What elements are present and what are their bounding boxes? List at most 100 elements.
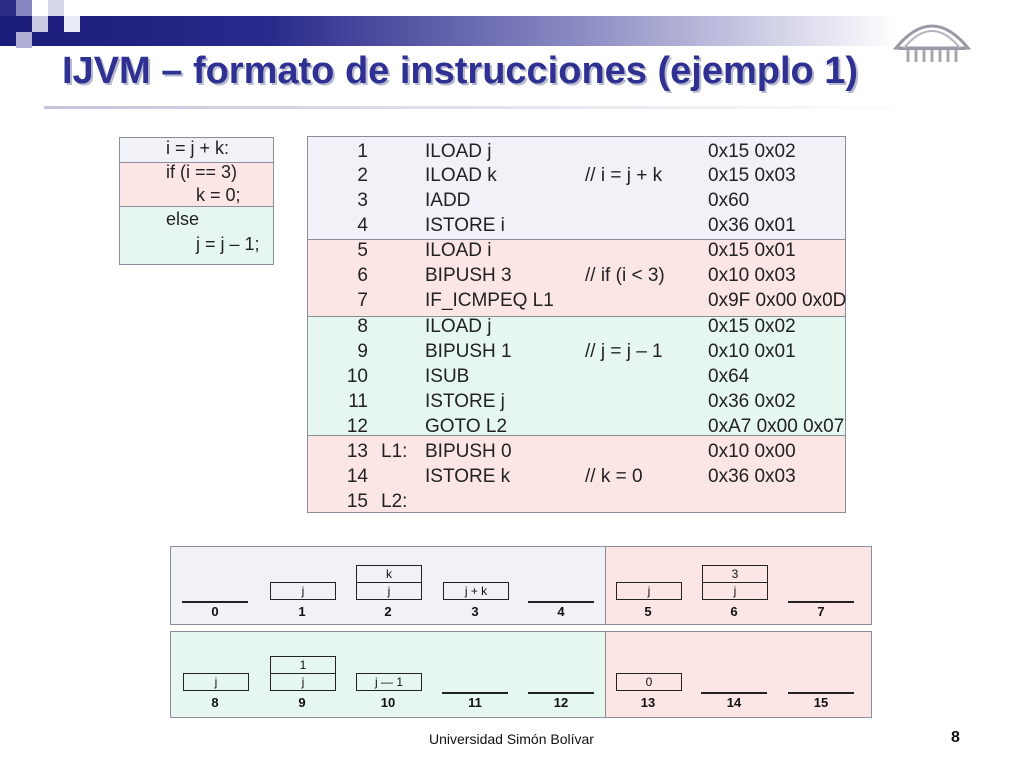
hex-code: 0x15 0x02 — [708, 316, 796, 337]
source-line: else — [166, 209, 200, 229]
listing-row: 14 ISTORE k // k = 0 0x36 0x03 — [308, 466, 845, 491]
stack-panel-condition — [605, 546, 872, 625]
band-assignment — [308, 137, 845, 240]
source-line: j = j – 1; — [196, 234, 260, 254]
stack-state-label: 1 — [298, 604, 306, 619]
line-number: 3 — [357, 190, 368, 211]
hex-code: 0x36 0x01 — [708, 215, 796, 236]
line-number: 2 — [357, 165, 368, 186]
stack-cell: 3 — [702, 565, 768, 583]
header-square — [16, 0, 32, 16]
source-line: i = j + k: — [166, 138, 230, 158]
stack-state-label: 15 — [813, 695, 829, 710]
slide-title: IJVM – formato de instrucciones (ejemplo… — [62, 50, 859, 92]
hex-code: 0x9F 0x00 0x0D — [708, 290, 847, 311]
stack-state-label: 3 — [471, 604, 479, 619]
instruction: GOTO L2 — [425, 416, 508, 437]
band-condition — [308, 240, 845, 317]
hex-code: 0x36 0x03 — [708, 466, 796, 487]
empty-stack-line — [528, 692, 594, 694]
stack-cell: j — [356, 582, 422, 600]
stack-state-label: 10 — [380, 695, 396, 710]
header-gradient-bar — [0, 16, 900, 46]
empty-stack-line — [788, 692, 854, 694]
line-number: 13 — [346, 441, 368, 462]
instruction: ISTORE j — [425, 391, 505, 412]
hex-code: 0x10 0x00 — [708, 441, 796, 462]
listing-row: 13 L1: BIPUSH 0 0x10 0x00 — [308, 441, 845, 466]
stack-state-label: 9 — [298, 695, 306, 710]
empty-stack-line — [528, 601, 594, 603]
stack-panel-else — [170, 631, 607, 718]
header-square — [16, 32, 32, 48]
hex-code: 0x64 — [708, 366, 750, 387]
stack-state-label: 12 — [553, 695, 569, 710]
stack-cell: k — [356, 565, 422, 583]
instruction: BIPUSH 0 — [425, 441, 512, 462]
hex-code: 0x15 0x01 — [708, 240, 796, 261]
listing-row: 8 ILOAD j 0x15 0x02 — [308, 316, 845, 341]
header-square — [48, 0, 64, 16]
stack-cell: j — [616, 582, 682, 600]
line-number: 8 — [357, 316, 368, 337]
instruction: ILOAD j — [425, 141, 492, 162]
stack-state-label: 13 — [640, 695, 656, 710]
stack-cell: j — 1 — [356, 673, 422, 691]
instruction: ILOAD i — [425, 240, 492, 261]
stack-state-label: 14 — [726, 695, 742, 710]
line-number: 12 — [346, 416, 368, 437]
university-logo-icon — [892, 24, 972, 62]
comment: // j = j – 1 — [585, 341, 663, 362]
stack-state-label: 0 — [211, 604, 219, 619]
instruction: BIPUSH 3 — [425, 265, 512, 286]
stack-cell: j — [270, 673, 336, 691]
line-number: 15 — [346, 491, 368, 512]
page-number: 8 — [951, 729, 960, 746]
empty-stack-line — [788, 601, 854, 603]
stack-cell: 0 — [616, 673, 682, 691]
stack-state-label: 2 — [384, 604, 392, 619]
hex-code: 0x36 0x02 — [708, 391, 796, 412]
comment: // k = 0 — [585, 466, 643, 487]
line-number: 4 — [357, 215, 368, 236]
comment: // i = j + k — [585, 165, 663, 186]
stack-state-label: 11 — [468, 695, 482, 710]
listing-row: 15 L2: — [308, 491, 845, 516]
line-number: 6 — [357, 265, 368, 286]
line-number: 14 — [346, 466, 368, 487]
line-label: L2: — [381, 491, 408, 512]
instruction: ILOAD k — [425, 165, 497, 186]
instruction: ISTORE k — [425, 466, 511, 487]
line-number: 11 — [348, 391, 368, 412]
instruction: ILOAD j — [425, 316, 492, 337]
line-number: 9 — [357, 341, 368, 362]
instruction: ISUB — [425, 366, 470, 387]
source-line: if (i == 3) — [166, 162, 238, 182]
line-label: L1: — [381, 441, 408, 462]
stack-cell: j — [183, 673, 249, 691]
stack-cell: 1 — [270, 656, 336, 674]
source-code-box: i = j + k: if (i == 3) k = 0; else j = j… — [119, 137, 274, 265]
stack-cell: j — [270, 582, 336, 600]
stack-panel-then — [605, 631, 872, 718]
footer-text: Universidad Simón Bolívar — [429, 731, 594, 747]
instruction: IADD — [425, 190, 471, 211]
stack-state-label: 6 — [730, 604, 738, 619]
source-line: k = 0; — [196, 185, 241, 205]
header-square — [32, 16, 48, 32]
instruction: ISTORE i — [425, 215, 505, 236]
band-then — [308, 436, 845, 512]
stack-state-label: 8 — [211, 695, 219, 710]
hex-code: 0x15 0x02 — [708, 141, 796, 162]
stack-state-label: 5 — [644, 604, 652, 619]
stack-state-label: 7 — [817, 604, 825, 619]
